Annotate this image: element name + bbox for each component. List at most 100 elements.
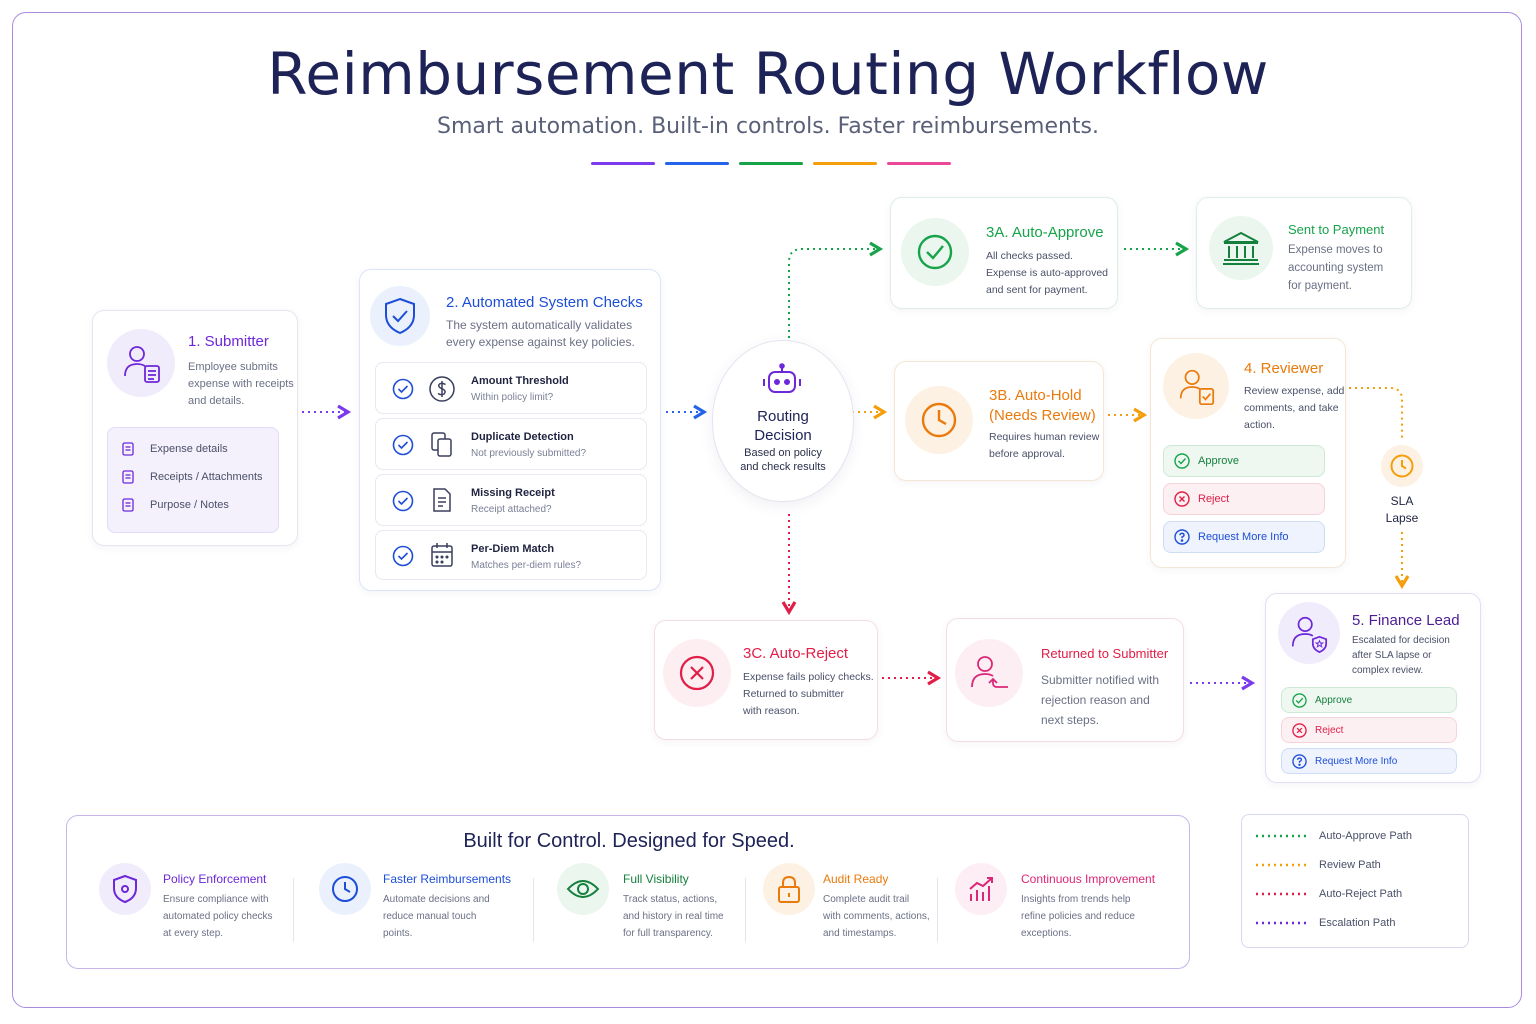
receipt-icon <box>433 488 451 512</box>
document-icon <box>122 498 134 512</box>
clock-icon <box>1390 454 1414 478</box>
feature-title: Policy Enforcement <box>163 872 267 886</box>
checks-icon-circle <box>370 286 430 346</box>
auto-approve-title: 3A. Auto-Approve <box>986 224 1104 241</box>
feature-desc: Track status, actions,and history in rea… <box>623 894 724 939</box>
legend-lines <box>1256 834 1306 925</box>
routing-title: Routing Decision <box>754 408 812 444</box>
legend-label: Auto-Approve Path <box>1319 830 1412 842</box>
auto-hold-title: 3B. Auto-Hold(Needs Review) <box>989 387 1096 424</box>
check-circle-icon <box>392 490 414 512</box>
feature-divider <box>937 878 938 942</box>
chart-icon <box>969 877 993 901</box>
user-document-icon <box>124 346 160 383</box>
submitter-item: Receipts / Attachments <box>122 470 263 484</box>
feature-title: Full Visibility <box>623 872 689 886</box>
approve-icon-circle <box>901 218 969 286</box>
x-circle-icon <box>1174 491 1190 507</box>
features-title: Built for Control. Designed for Speed. <box>463 830 795 852</box>
shield-check-icon <box>385 297 415 335</box>
accent-bar-orange <box>813 162 877 165</box>
page-title: Reimbursement Routing Workflow <box>267 40 1269 108</box>
feature-title: Faster Reimbursements <box>383 872 512 886</box>
finance-reject-button[interactable]: Reject <box>1281 717 1457 743</box>
feature-divider <box>533 878 534 942</box>
check-circle-icon <box>917 234 953 270</box>
submitter-icon-circle <box>107 329 175 397</box>
auto-hold-card: 3B. Auto-Hold(Needs Review) Requires hum… <box>894 361 1104 481</box>
check-circle-icon <box>392 434 414 456</box>
question-circle-icon <box>1292 753 1307 769</box>
feature-icon-circle <box>99 863 151 915</box>
feature-title: Audit Ready <box>823 872 889 886</box>
accent-bar-purple <box>591 162 655 165</box>
robot-icon <box>763 363 801 393</box>
copy-icon <box>431 432 452 457</box>
submitter-title: 1. Submitter <box>188 333 269 350</box>
reviewer-reject-button[interactable]: Reject <box>1163 483 1325 515</box>
legend-label: Review Path <box>1319 859 1381 871</box>
document-icon <box>122 442 134 456</box>
accent-bar-pink <box>887 162 951 165</box>
reviewer-title: 4. Reviewer <box>1244 360 1324 377</box>
bank-icon-circle <box>1209 216 1273 280</box>
auto-reject-card: 3C. Auto-Reject Expense fails policy che… <box>654 620 878 740</box>
user-return-icon <box>971 656 1008 688</box>
bank-icon <box>1223 231 1259 265</box>
reviewer-approve-button[interactable]: Approve <box>1163 445 1325 477</box>
submitter-items-panel: Expense details Receipts / Attachments P… <box>107 427 279 533</box>
eye-icon <box>566 880 600 898</box>
legend-label: Auto-Reject Path <box>1319 888 1403 900</box>
returned-icon-circle <box>955 639 1023 707</box>
returned-card: Returned to Submitter Submitter notified… <box>946 618 1184 742</box>
reviewer-icon-circle <box>1163 353 1229 419</box>
calendar-icon <box>431 543 453 567</box>
finance-title: 5. Finance Lead <box>1352 612 1460 629</box>
reviewer-request-info-button[interactable]: Request More Info <box>1163 521 1325 553</box>
accent-bars <box>591 162 951 165</box>
dollar-icon <box>429 376 455 402</box>
user-document-icon <box>1179 369 1215 406</box>
check-circle-icon <box>392 378 414 400</box>
clock-icon <box>921 402 957 438</box>
finance-request-info-button[interactable]: Request More Info <box>1281 748 1457 774</box>
question-circle-icon <box>1174 529 1190 545</box>
finance-approve-button[interactable]: Approve <box>1281 687 1457 713</box>
auto-reject-title: 3C. Auto-Reject <box>743 645 849 662</box>
accent-bar-blue <box>665 162 729 165</box>
x-circle-icon <box>1292 722 1307 738</box>
feature-title: Continuous Improvement <box>1021 872 1156 886</box>
returned-title: Returned to Submitter <box>1041 646 1169 661</box>
features-panel: Built for Control. Designed for Speed. P… <box>66 815 1190 969</box>
lock-icon <box>778 875 800 903</box>
sla-icon-circle <box>1381 445 1423 487</box>
document-icon <box>122 470 134 484</box>
auto-reject-desc: Expense fails policy checks.Returned to … <box>743 671 874 717</box>
feature-icon-circle <box>319 863 371 915</box>
user-badge-icon <box>1291 616 1328 654</box>
auto-approve-desc: All checks passed.Expense is auto-approv… <box>986 250 1108 296</box>
check-circle-icon <box>1174 453 1190 469</box>
legend-label: Escalation Path <box>1319 917 1396 929</box>
